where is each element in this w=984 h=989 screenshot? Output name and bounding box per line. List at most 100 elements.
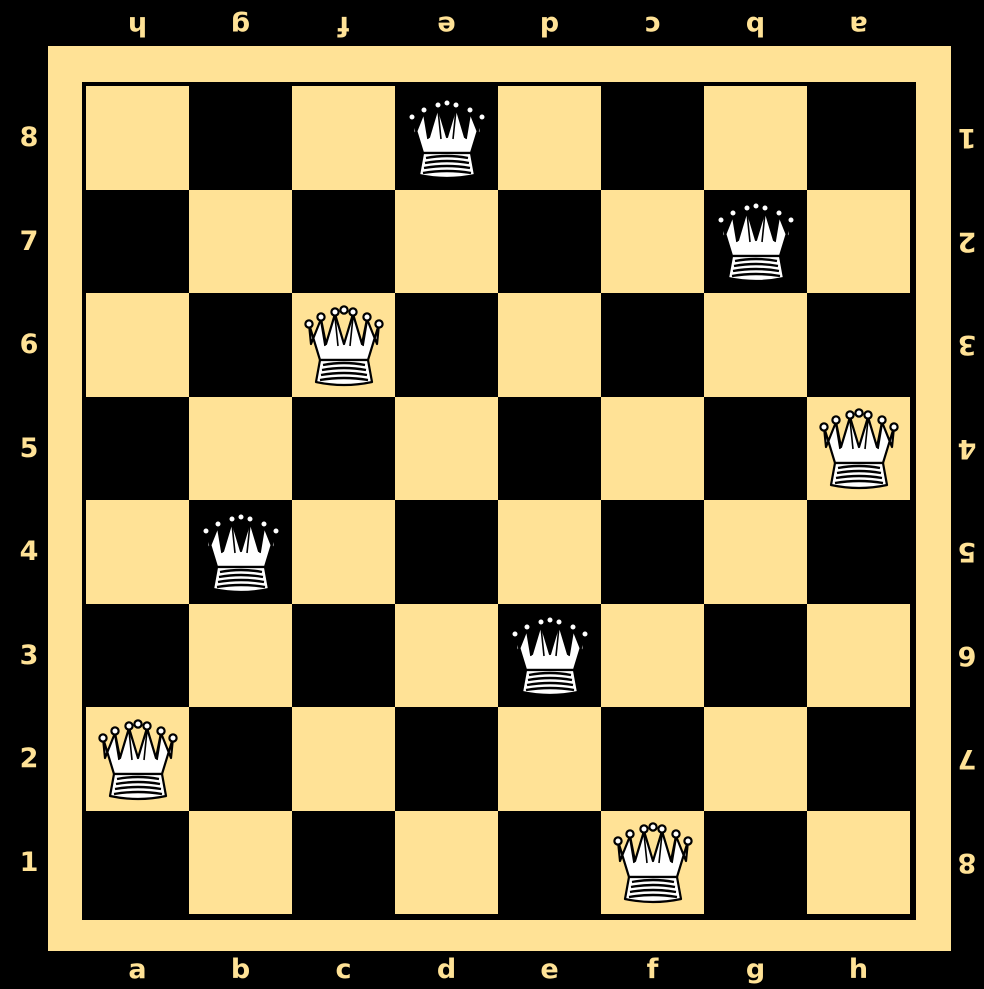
queen-icon[interactable]: [502, 612, 598, 698]
rank-label-right: 7: [950, 745, 984, 772]
square-h1[interactable]: [807, 811, 910, 915]
square-h6[interactable]: [807, 293, 910, 397]
square-c7[interactable]: [292, 190, 395, 294]
square-e3[interactable]: [498, 604, 601, 708]
square-c3[interactable]: [292, 604, 395, 708]
square-e6[interactable]: [498, 293, 601, 397]
square-c5[interactable]: [292, 397, 395, 501]
chessboard: [86, 86, 910, 914]
queen-icon[interactable]: [193, 509, 289, 595]
file-label-top: f: [292, 12, 395, 39]
square-g4[interactable]: [704, 500, 807, 604]
square-d4[interactable]: [395, 500, 498, 604]
square-e2[interactable]: [498, 707, 601, 811]
square-e8[interactable]: [498, 86, 601, 190]
square-f6[interactable]: [601, 293, 704, 397]
square-d5[interactable]: [395, 397, 498, 501]
square-h7[interactable]: [807, 190, 910, 294]
square-g7[interactable]: [704, 190, 807, 294]
square-f3[interactable]: [601, 604, 704, 708]
square-g3[interactable]: [704, 604, 807, 708]
square-b6[interactable]: [189, 293, 292, 397]
file-label-bottom: d: [395, 956, 498, 983]
square-a1[interactable]: [86, 811, 189, 915]
square-b2[interactable]: [189, 707, 292, 811]
file-label-bottom: a: [86, 956, 189, 983]
rank-label-right: 4: [950, 435, 984, 462]
rank-label-left: 4: [12, 538, 46, 565]
square-f5[interactable]: [601, 397, 704, 501]
file-label-bottom: c: [292, 956, 395, 983]
square-a8[interactable]: [86, 86, 189, 190]
square-a5[interactable]: [86, 397, 189, 501]
rank-label-left: 8: [12, 124, 46, 151]
square-b3[interactable]: [189, 604, 292, 708]
square-d2[interactable]: [395, 707, 498, 811]
file-label-top: c: [601, 12, 704, 39]
square-c6[interactable]: [292, 293, 395, 397]
square-b7[interactable]: [189, 190, 292, 294]
square-b8[interactable]: [189, 86, 292, 190]
square-c1[interactable]: [292, 811, 395, 915]
file-label-bottom: f: [601, 956, 704, 983]
file-label-top: d: [498, 12, 601, 39]
square-f7[interactable]: [601, 190, 704, 294]
square-e1[interactable]: [498, 811, 601, 915]
square-d1[interactable]: [395, 811, 498, 915]
square-d6[interactable]: [395, 293, 498, 397]
square-f1[interactable]: [601, 811, 704, 915]
square-g8[interactable]: [704, 86, 807, 190]
file-label-top: b: [704, 12, 807, 39]
rank-label-left: 3: [12, 642, 46, 669]
square-h3[interactable]: [807, 604, 910, 708]
square-e4[interactable]: [498, 500, 601, 604]
rank-label-left: 1: [12, 849, 46, 876]
square-a7[interactable]: [86, 190, 189, 294]
file-label-bottom: e: [498, 956, 601, 983]
square-h8[interactable]: [807, 86, 910, 190]
square-d8[interactable]: [395, 86, 498, 190]
square-b4[interactable]: [189, 500, 292, 604]
file-label-bottom: h: [807, 956, 910, 983]
square-h5[interactable]: [807, 397, 910, 501]
file-label-top: h: [86, 12, 189, 39]
square-a4[interactable]: [86, 500, 189, 604]
queen-icon[interactable]: [708, 198, 804, 284]
square-d7[interactable]: [395, 190, 498, 294]
square-h2[interactable]: [807, 707, 910, 811]
rank-label-left: 5: [12, 435, 46, 462]
rank-label-left: 2: [12, 745, 46, 772]
file-label-top: e: [395, 12, 498, 39]
rank-label-left: 7: [12, 228, 46, 255]
queen-icon[interactable]: [90, 716, 186, 802]
queen-icon[interactable]: [296, 302, 392, 388]
square-c4[interactable]: [292, 500, 395, 604]
square-g6[interactable]: [704, 293, 807, 397]
file-label-bottom: g: [704, 956, 807, 983]
file-label-bottom: b: [189, 956, 292, 983]
square-g5[interactable]: [704, 397, 807, 501]
square-d3[interactable]: [395, 604, 498, 708]
square-e7[interactable]: [498, 190, 601, 294]
square-f8[interactable]: [601, 86, 704, 190]
queen-icon[interactable]: [399, 95, 495, 181]
square-a3[interactable]: [86, 604, 189, 708]
square-a2[interactable]: [86, 707, 189, 811]
square-g2[interactable]: [704, 707, 807, 811]
rank-label-right: 6: [950, 642, 984, 669]
square-f2[interactable]: [601, 707, 704, 811]
square-a6[interactable]: [86, 293, 189, 397]
square-g1[interactable]: [704, 811, 807, 915]
square-e5[interactable]: [498, 397, 601, 501]
rank-label-right: 2: [950, 228, 984, 255]
square-h4[interactable]: [807, 500, 910, 604]
square-c8[interactable]: [292, 86, 395, 190]
queen-icon[interactable]: [605, 819, 701, 905]
rank-label-left: 6: [12, 331, 46, 358]
square-b1[interactable]: [189, 811, 292, 915]
square-f4[interactable]: [601, 500, 704, 604]
square-b5[interactable]: [189, 397, 292, 501]
queen-icon[interactable]: [811, 405, 907, 491]
file-label-top: g: [189, 12, 292, 39]
square-c2[interactable]: [292, 707, 395, 811]
